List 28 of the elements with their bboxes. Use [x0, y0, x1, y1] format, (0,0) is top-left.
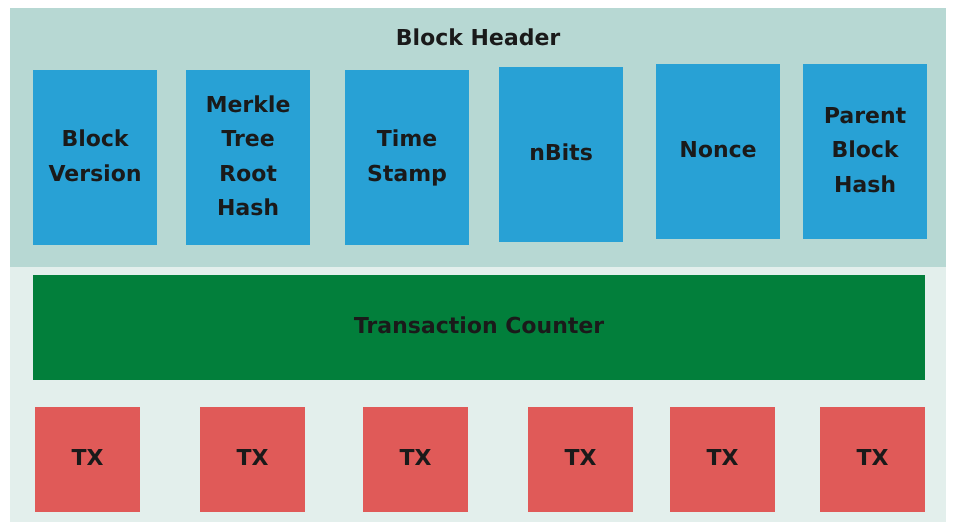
transaction-label: TX [400, 445, 432, 474]
field-label: Block Version [47, 126, 142, 188]
field-label: Nonce [679, 137, 757, 166]
field-label: Merkle Tree Root Hash [204, 92, 292, 223]
transaction-box [200, 407, 305, 512]
field-label: Time Stamp [366, 126, 448, 188]
transaction-label: TX [72, 445, 104, 474]
transaction-box [363, 407, 468, 512]
field-box [186, 70, 310, 245]
field-label: nBits [529, 140, 593, 168]
counter-label: Transaction Counter [354, 313, 604, 342]
transaction-box [670, 407, 775, 512]
header-title: Block Header [396, 25, 560, 53]
field-box [499, 67, 623, 242]
transaction-box [528, 407, 633, 512]
field-box [803, 64, 927, 239]
transaction-label: TX [856, 445, 888, 474]
transaction-box [35, 407, 140, 512]
counter-bar [33, 275, 925, 380]
field-box [656, 64, 780, 239]
transaction-label: TX [236, 445, 268, 474]
transaction-box [820, 407, 925, 512]
header-panel [10, 8, 946, 267]
transaction-label: TX [706, 445, 738, 474]
field-box [345, 70, 469, 245]
field-label: Parent Block Hash [822, 103, 908, 200]
transaction-label: TX [564, 445, 596, 474]
field-box [33, 70, 157, 245]
